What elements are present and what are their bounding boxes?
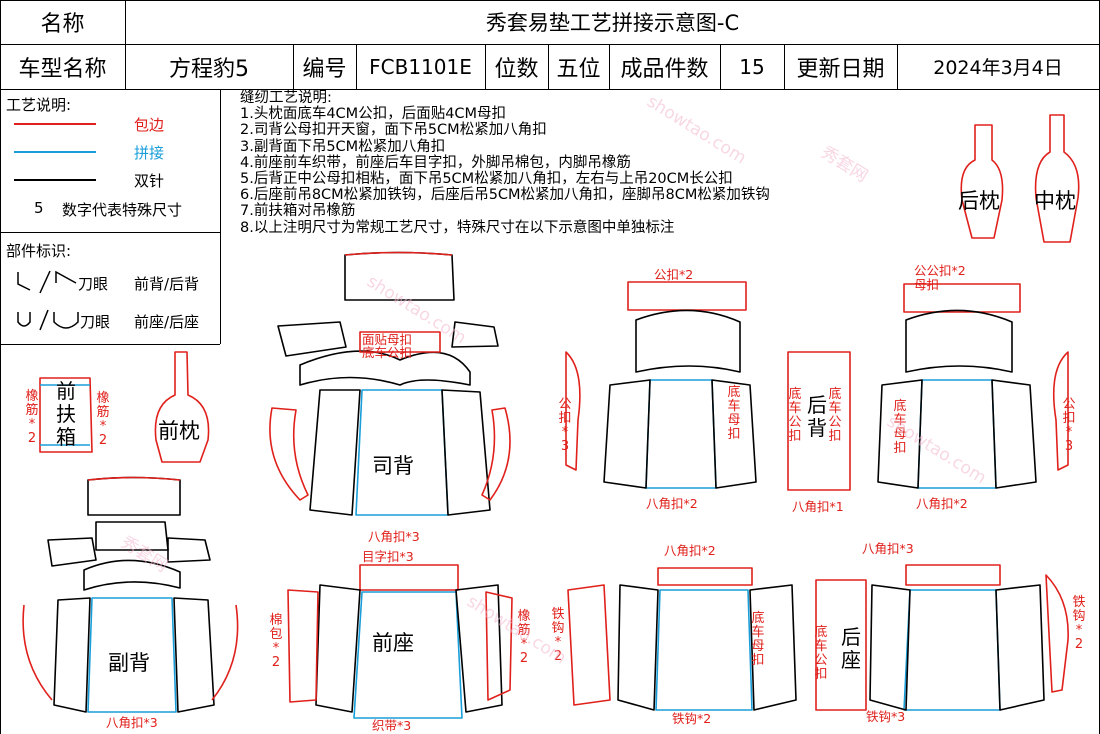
anno-male-2: 公扣*2 (654, 267, 694, 282)
anno-male-3-left: 公扣*3 (558, 397, 572, 454)
legend-label-edge: 包边 (134, 116, 165, 134)
table-line (0, 0, 1, 734)
anno-bottom-mother-2: 底车母扣 (893, 399, 907, 456)
table-line (0, 44, 1100, 45)
notes-line: 8.以上注明尺寸为常规工艺尺寸，特殊尺寸在以下示意图中单独标注 (240, 219, 675, 236)
anno-mother: 母扣 (914, 277, 940, 292)
legend-border (0, 344, 220, 345)
notes-line: 3.副背面下吊5CM松紧加八角扣 (240, 138, 446, 155)
piece-front-pillow: 前枕 (158, 419, 200, 443)
piece-front-armrest: 前扶箱 (56, 379, 76, 449)
anno-hook-right: 铁钩*2 (1072, 595, 1086, 652)
anno-male-male-mother: 公公扣*2 (914, 263, 966, 278)
page-title: 秀套易垫工艺拼接示意图-C (485, 11, 740, 35)
anno-face-mother: 面贴母扣 (362, 332, 413, 347)
table-line (0, 89, 1100, 90)
code-value: FCB1101E (369, 54, 472, 79)
anno-muzi: 目字扣*3 (362, 549, 414, 564)
table-line (897, 44, 898, 89)
code-label: 编号 (302, 56, 347, 82)
name-label: 名称 (40, 12, 85, 37)
legend-border (220, 89, 221, 344)
anno-bagua-seat-right: 八角扣*3 (862, 541, 914, 556)
anno-bottom-male-3: 底车公扣 (814, 625, 828, 682)
legend-special-num: 5 (34, 199, 44, 217)
anno-rubber-right: 橡筋*2 (96, 391, 110, 448)
piece-driver-back: 司背 (372, 454, 414, 478)
parts-text-1: 前背/后背 (134, 275, 200, 293)
anno-bagua-rear-right: 八角扣*2 (916, 496, 968, 511)
notes-line: 6.后座前吊8CM松紧加铁钩，后座后吊5CM松紧加八角扣，座脚吊8CM松紧加铁钩 (240, 187, 770, 204)
model-label: 车型名称 (18, 56, 107, 82)
notes-line: 7.前扶箱对吊橡筋 (240, 203, 356, 220)
anno-cotton: 棉包*2 (269, 613, 283, 670)
notes-line: 1.头枕面底车4CM公扣，后面贴4CM母扣 (240, 106, 507, 123)
piece-front-seat: 前座 (372, 631, 414, 655)
anno-bottom-mother-1: 底车母扣 (727, 385, 741, 442)
notes-line: 5.后背正中公母扣相粘，面下吊5CM松紧加八角扣，左右与上吊20CM长公扣 (240, 171, 733, 188)
table-line (485, 44, 486, 89)
anno-rubber-seat: 橡筋*2 (517, 609, 531, 666)
legend-label-join: 拼接 (134, 144, 165, 162)
table-line (0, 0, 1100, 1)
pieces-value: 15 (739, 54, 765, 79)
sewing-notes: 缝纫工艺说明: 1.头枕面底车4CM公扣，后面贴4CM母扣 2.司背公母扣开天窗… (240, 90, 770, 236)
table-line (293, 44, 294, 89)
pieces-label: 成品件数 (620, 56, 709, 82)
anno-bagua-driver: 八角扣*3 (368, 529, 420, 544)
legend-border (0, 232, 220, 233)
table-line (125, 0, 126, 89)
seats-label: 位数 (494, 56, 539, 82)
parts-text-2: 前座/后座 (134, 313, 200, 331)
anno-bottom-mother-3: 底车母扣 (751, 611, 765, 668)
anno-bagua-rear-left: 八角扣*2 (646, 496, 698, 511)
legend-line-black (14, 179, 96, 181)
piece-passenger-back: 副背 (108, 651, 150, 675)
anno-bottom-male-2: 底车公扣 (828, 387, 842, 444)
anno-male-3-right: 公扣*3 (1062, 397, 1076, 454)
model-value: 方程豹5 (169, 56, 249, 82)
anno-hook-3: 铁钩*3 (866, 709, 906, 724)
legend-title: 工艺说明: (6, 96, 72, 114)
table-line (720, 44, 721, 89)
notes-line: 4.前座前车织带，前座后车目字扣，外脚吊棉包，内脚吊橡筋 (240, 154, 631, 171)
notes-title: 缝纫工艺说明: (240, 90, 332, 106)
legend-label-double: 双针 (134, 172, 165, 190)
parts-knife-2: 刀眼 (80, 313, 111, 331)
anno-bagua-seat: 八角扣*2 (664, 543, 716, 558)
piece-rear-back: 后背 (807, 393, 827, 440)
table-line (609, 44, 610, 89)
anno-bagua-rear-mid: 八角扣*1 (792, 499, 844, 514)
piece-rear-pillow: 后枕 (958, 189, 1000, 213)
anno-bottom-male-1: 底车公扣 (788, 387, 802, 444)
anno-webbing: 织带*3 (372, 718, 412, 733)
anno-hook-2: 铁钩*2 (672, 711, 712, 726)
notes-line: 2.司背公母扣开天窗，面下吊5CM松紧加八角扣 (240, 122, 547, 139)
table-line (784, 44, 785, 89)
table-line (356, 44, 357, 89)
anno-hook-left: 铁钩*2 (551, 607, 565, 664)
date-label: 更新日期 (796, 56, 885, 82)
anno-rubber-left: 橡筋*2 (25, 389, 39, 446)
piece-rear-seat: 后座 (841, 625, 861, 672)
parts-knife-1: 刀眼 (78, 275, 109, 293)
date-value: 2024年3月4日 (933, 57, 1063, 79)
seats-value: 五位 (556, 56, 601, 82)
legend-special-text: 数字代表特殊尺寸 (62, 201, 183, 219)
anno-bagua-passenger: 八角扣*3 (106, 715, 158, 730)
anno-bottom-male: 底车公扣 (362, 345, 413, 360)
parts-title: 部件标识: (6, 242, 72, 260)
legend-line-blue (14, 151, 96, 153)
piece-mid-pillow: 中枕 (1034, 189, 1076, 213)
table-line (548, 44, 549, 89)
legend-line-red (14, 123, 96, 125)
